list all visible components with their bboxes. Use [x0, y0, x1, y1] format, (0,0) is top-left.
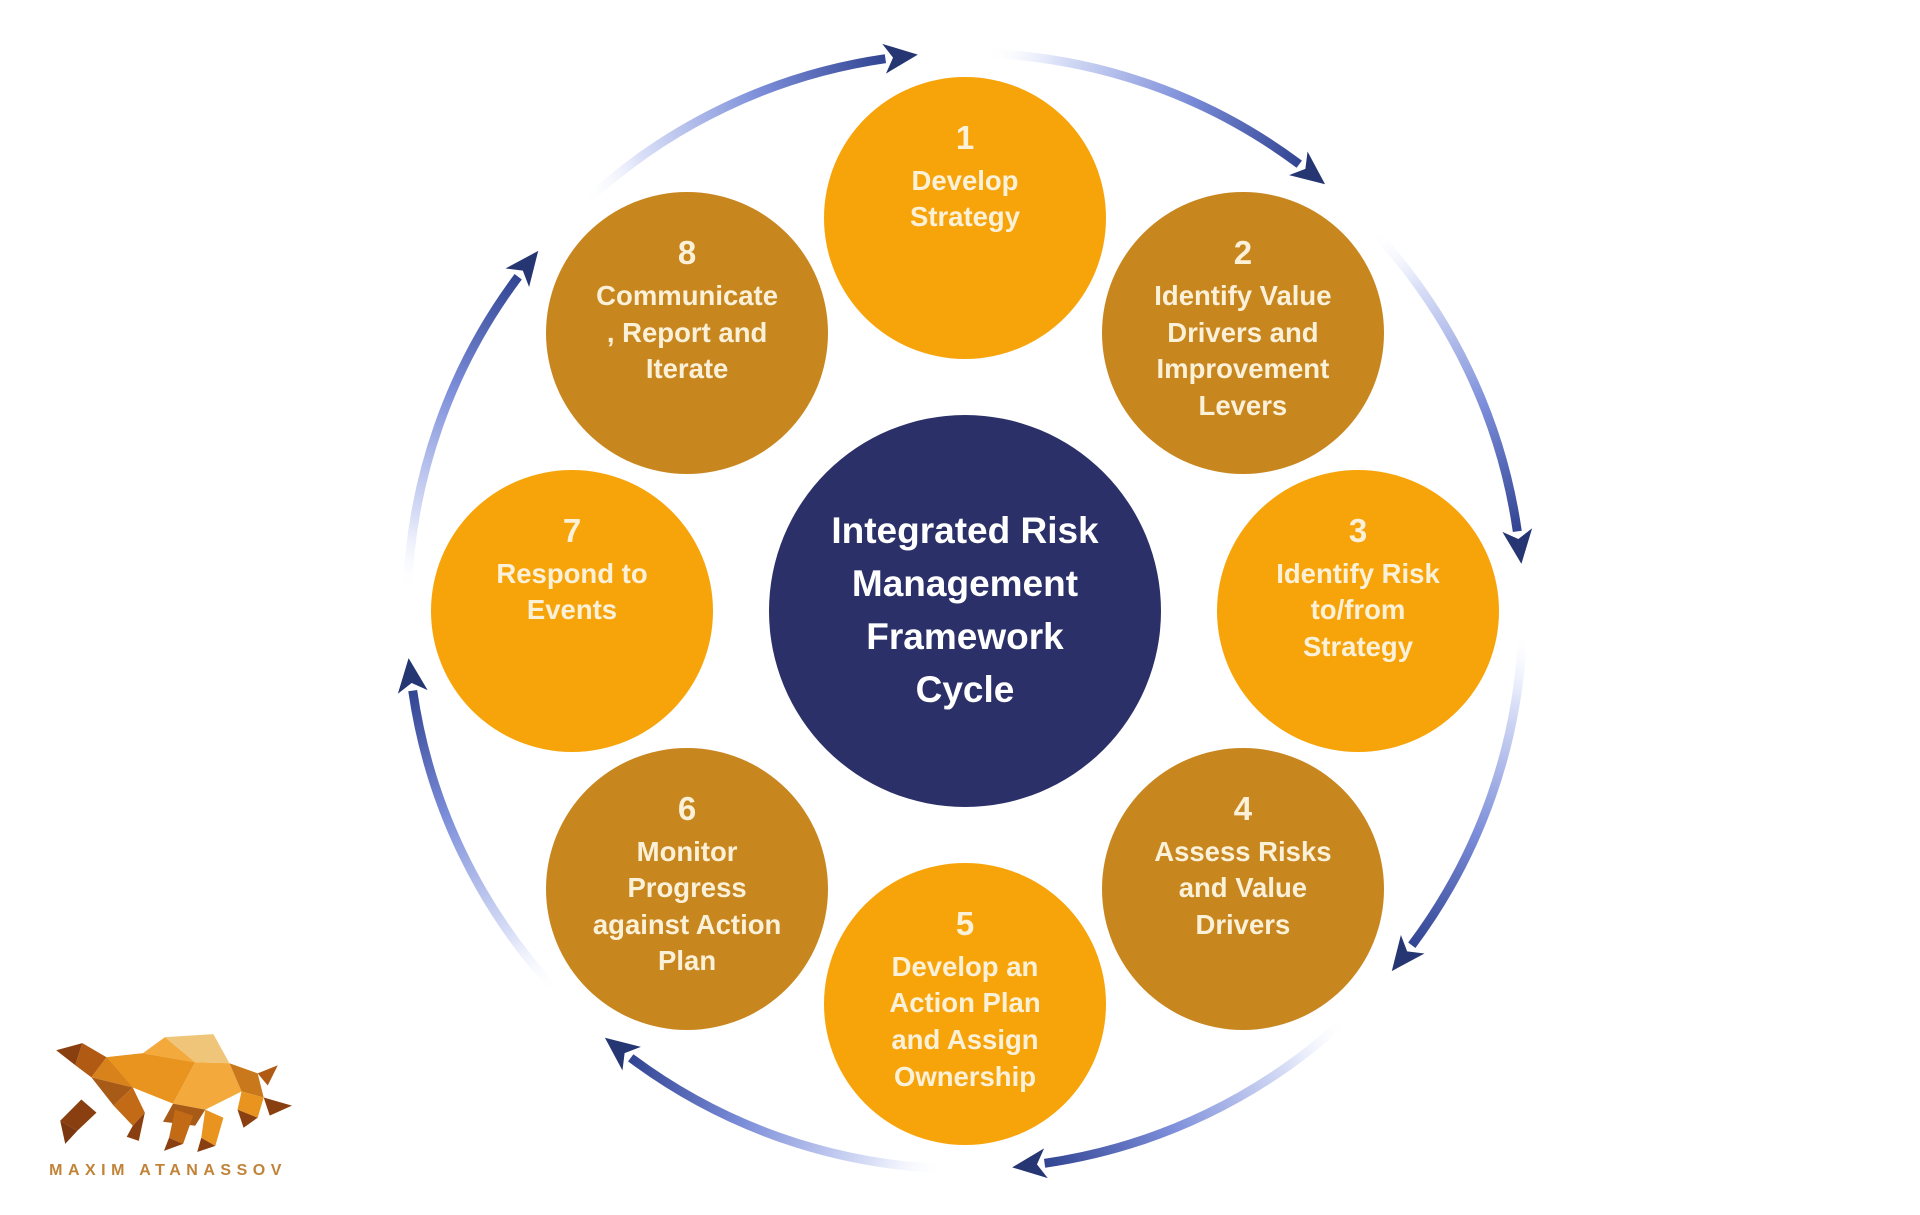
step-label-line: Strategy — [909, 201, 1021, 233]
cycle-arrow-curve — [1369, 227, 1522, 533]
step-number: 3 — [1348, 512, 1368, 549]
step-label-line: Identify Risk — [1276, 557, 1440, 589]
step-label-line: Develop an — [891, 950, 1039, 982]
step-label-line: against Action — [592, 908, 782, 940]
step-label-line: Assess Risks — [1154, 835, 1332, 867]
step-number: 6 — [677, 789, 697, 827]
step-number: 1 — [955, 119, 975, 156]
step-number: 4 — [1233, 789, 1253, 827]
cycle-arrowhead-icon — [1289, 151, 1326, 185]
step-label-line: Plan — [658, 945, 717, 977]
cycle-arrowhead-icon — [882, 43, 918, 74]
cycle-arrowhead-icon — [1012, 1148, 1048, 1179]
center-circle: Integrated Risk Management Framework Cyc… — [769, 415, 1161, 807]
step-number: 5 — [955, 905, 975, 942]
brand-logo: MAXIM ATANASSOV — [42, 1024, 294, 1180]
step-label-line: Iterate — [645, 353, 729, 385]
cycle-arrow-curve — [402, 274, 522, 592]
step-label-line: Develop — [911, 164, 1019, 196]
cycle-arrowhead-icon — [505, 250, 539, 287]
step-label-line: Strategy — [1302, 631, 1414, 663]
step-number: 8 — [677, 234, 697, 272]
bull-logo-icon — [56, 1034, 292, 1152]
step-label-line: Action Plan — [889, 987, 1041, 1019]
step-label-line: Events — [526, 594, 618, 626]
step-label-line: and Assign — [891, 1024, 1039, 1056]
center-title: Integrated Risk Management Framework Cyc… — [831, 510, 1099, 710]
step-label-line: Improvement — [1156, 353, 1330, 385]
step-number: 7 — [562, 512, 582, 549]
cycle-arrowhead-icon — [1502, 528, 1533, 564]
step-label: Respond to Events — [496, 556, 647, 629]
cycle-arrow-curve — [408, 689, 561, 995]
step-label-line: Identify Value — [1154, 279, 1332, 311]
cycle-arrow-curve — [581, 54, 887, 207]
step-label-line: Monitor — [636, 835, 738, 867]
brand-name: MAXIM ATANASSOV — [49, 1162, 287, 1179]
cycle-arrow-curve — [984, 48, 1302, 168]
step-label-line: Ownership — [893, 1060, 1037, 1092]
cycle-arrow-curve — [628, 1054, 946, 1174]
step-label-line: Respond to — [496, 557, 648, 589]
cycle-arrowhead-icon — [604, 1037, 641, 1071]
step-label-line: Progress — [627, 872, 747, 904]
step-label-line: Communicate — [596, 279, 779, 311]
step-label-line: Levers — [1198, 389, 1288, 421]
step-number: 2 — [1233, 234, 1253, 272]
step-label-line: Drivers and — [1167, 316, 1319, 348]
step-label-line: to/from — [1310, 594, 1406, 626]
cycle-arrowhead-icon — [397, 658, 428, 694]
cycle-arrow-curve — [1043, 1015, 1349, 1168]
step-label-line: and Value — [1178, 872, 1308, 904]
step-label-line: Drivers — [1195, 908, 1291, 940]
cycle-arrowhead-icon — [1391, 935, 1425, 972]
cycle-arrow-curve — [1408, 630, 1528, 948]
step-label-line: , Report and — [606, 316, 768, 348]
